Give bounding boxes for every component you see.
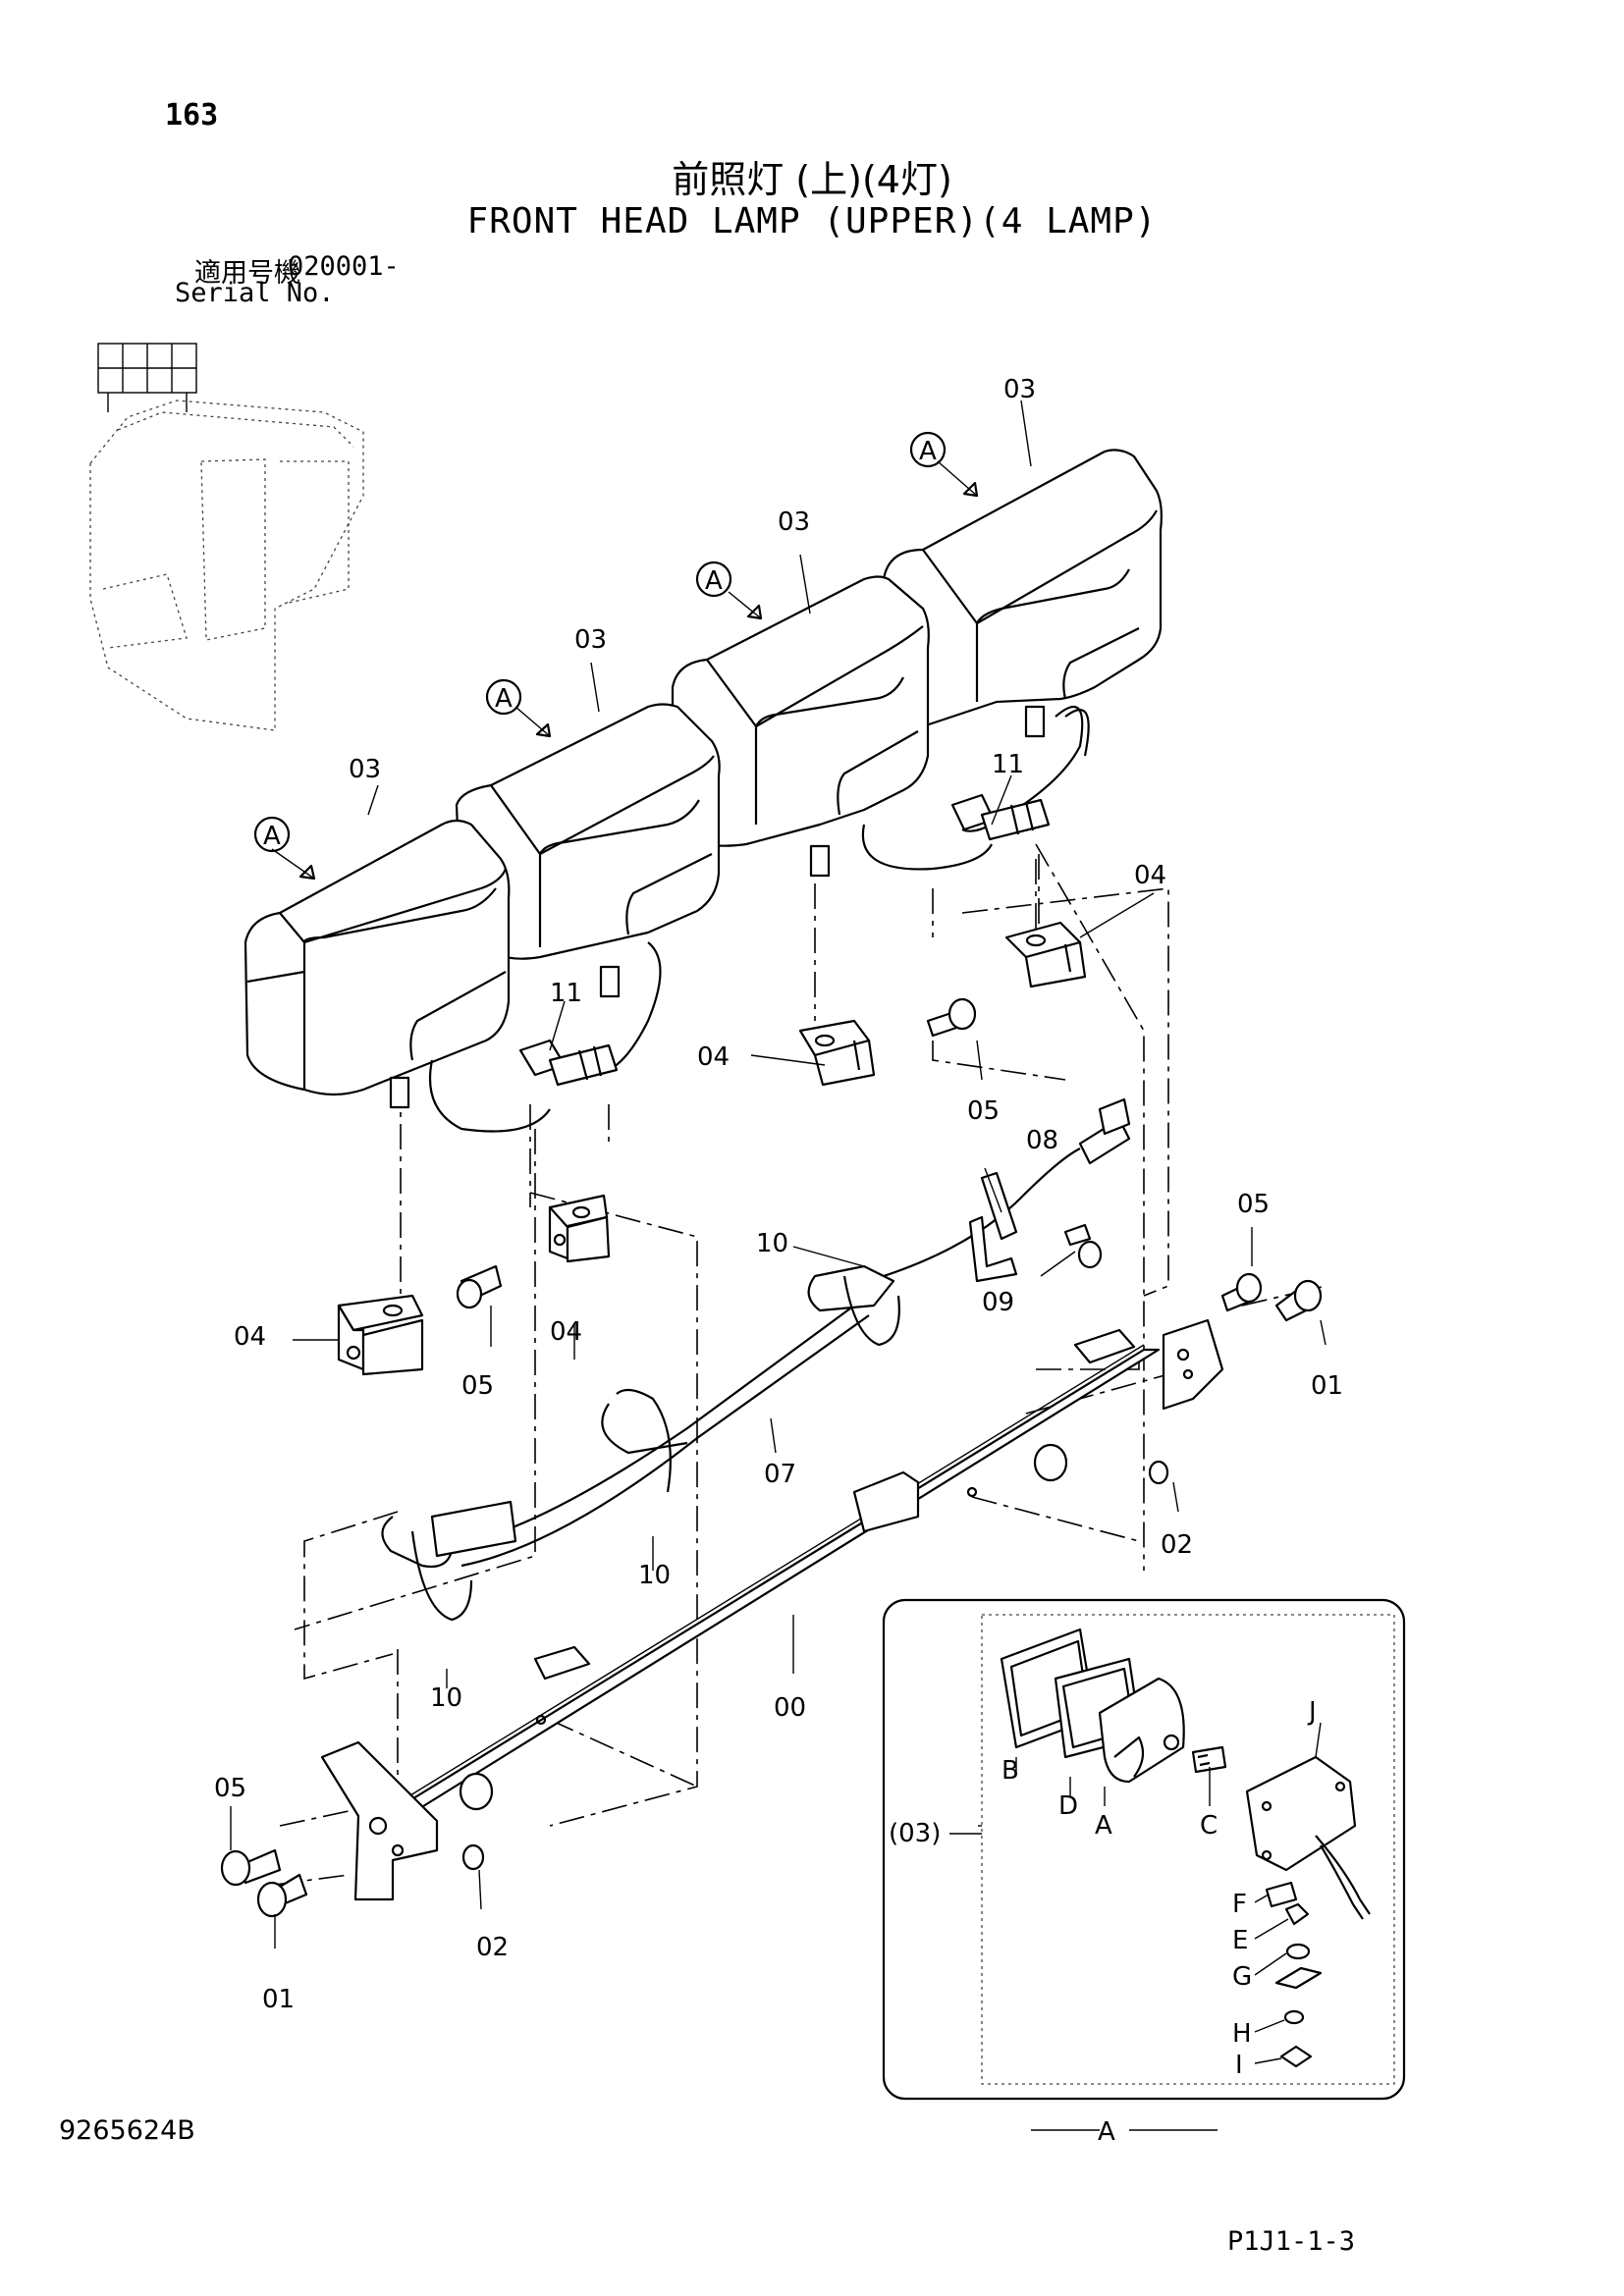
detail-view-label: A — [1098, 2117, 1115, 2147]
callout-02-2: 02 — [476, 1933, 509, 1962]
detail-label-i: I — [1235, 2051, 1243, 2080]
callout-11-1: 11 — [550, 979, 582, 1008]
detail-view-a — [882, 1598, 1406, 2101]
clamp-band-10 — [381, 1264, 900, 1622]
bolt-09 — [1063, 1223, 1103, 1269]
callout-01-1: 01 — [1311, 1371, 1343, 1401]
callout-04-2: 04 — [697, 1042, 730, 1072]
detail-label-c: C — [1200, 1811, 1218, 1841]
serial-label-english: Serial No. — [175, 278, 335, 308]
washer-02 — [461, 1460, 1169, 1871]
callout-labels: A A A A 03 03 03 03 11 11 04 04 04 04 05… — [214, 375, 1343, 2147]
callout-04-1: 04 — [1134, 861, 1166, 890]
bolt-01 — [256, 1279, 1323, 1918]
detail-label-e: E — [1232, 1926, 1248, 1955]
detail-label-b: B — [1001, 1756, 1019, 1786]
callout-00: 00 — [774, 1693, 806, 1723]
callout-05-1: 05 — [967, 1096, 1000, 1126]
leader-lines — [274, 843, 1326, 1886]
lamp-housing-4 — [882, 449, 1163, 832]
callout-11-2: 11 — [992, 750, 1024, 779]
lamp-housing-1 — [244, 819, 551, 1133]
callout-a-3: A — [705, 566, 723, 596]
detail-label-h: H — [1232, 2019, 1252, 2049]
callout-09: 09 — [982, 1288, 1014, 1317]
page-number: 163 — [165, 98, 219, 133]
view-a-markers — [253, 431, 947, 853]
callout-03-2: 03 — [574, 625, 607, 655]
callout-05-2: 05 — [461, 1371, 494, 1401]
callout-03-1: 03 — [349, 755, 381, 784]
callout-a-4: A — [919, 437, 937, 466]
bracket-04 — [337, 921, 1087, 1376]
callout-leaders — [230, 400, 1326, 2131]
title-japanese: 前照灯 (上)(4灯) — [672, 158, 952, 201]
page-reference: P1J1-1-3 — [1227, 2226, 1356, 2257]
callout-03-3: 03 — [778, 507, 810, 537]
callout-03-4: 03 — [1003, 375, 1036, 404]
callout-05-3: 05 — [1237, 1190, 1270, 1219]
detail-label-03-ref: (03) — [889, 1819, 941, 1848]
callout-10-3: 10 — [430, 1683, 462, 1713]
detail-label-j: J — [1307, 1697, 1317, 1727]
callout-07: 07 — [764, 1460, 796, 1489]
callout-05-4: 05 — [214, 1774, 246, 1803]
callout-04-4: 04 — [550, 1317, 582, 1347]
callout-08: 08 — [1026, 1126, 1058, 1155]
callout-01-2: 01 — [262, 1985, 295, 2014]
callout-02-1: 02 — [1161, 1530, 1193, 1560]
callout-04-3: 04 — [234, 1322, 266, 1352]
callout-a-1: A — [263, 822, 281, 851]
clip-08 — [968, 1215, 1018, 1283]
detail-label-d: D — [1058, 1791, 1078, 1821]
serial-label-japanese: 適用号機 — [194, 258, 300, 289]
cab-location-thumbnail — [89, 343, 364, 731]
detail-label-g: G — [1232, 1962, 1252, 1992]
callout-a-2: A — [495, 684, 513, 714]
connector-clip-11 — [518, 793, 1051, 1087]
bolt-05 — [220, 997, 1263, 1887]
detail-label-a: A — [1095, 1811, 1112, 1841]
document-number: 9265624B — [59, 2115, 195, 2146]
detail-label-f: F — [1232, 1890, 1247, 1919]
title-english: FRONT HEAD LAMP (UPPER)(4 LAMP) — [466, 201, 1158, 241]
callout-10-1: 10 — [756, 1229, 788, 1258]
serial-number: 020001- — [288, 251, 400, 282]
lamp-bar-00 — [320, 1318, 1224, 1901]
callout-10-2: 10 — [638, 1561, 671, 1590]
